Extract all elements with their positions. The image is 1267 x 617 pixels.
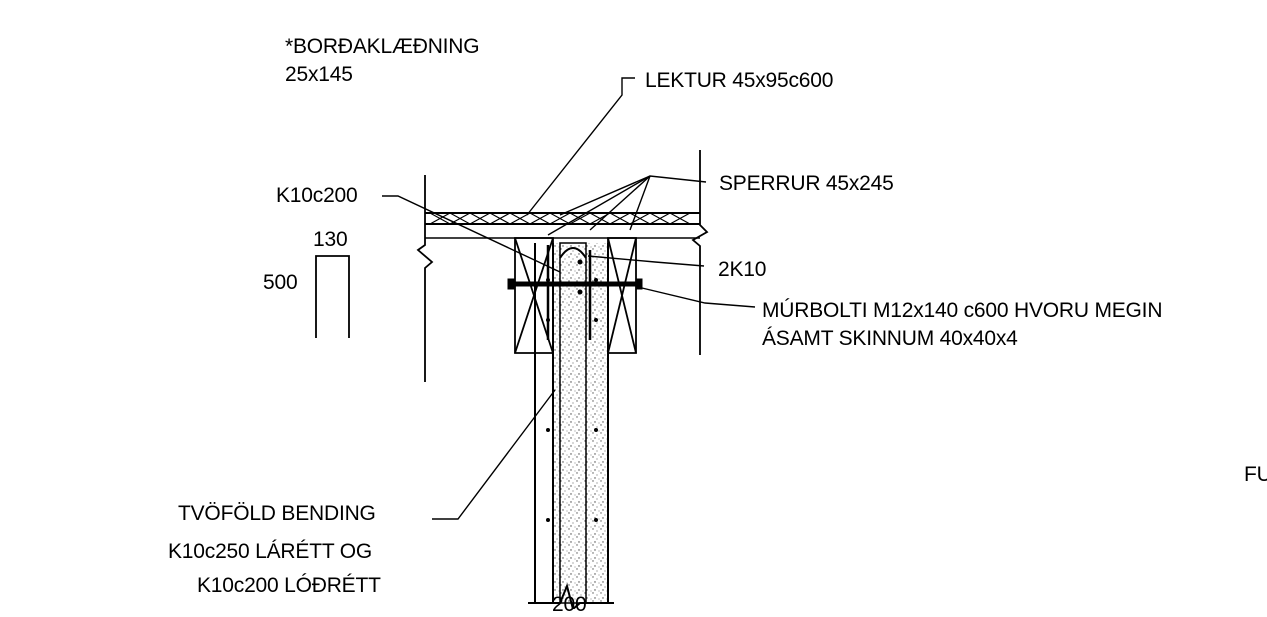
break-lines (418, 150, 707, 382)
roof-layers (425, 213, 700, 238)
anchor-bolt (508, 245, 642, 340)
dim-500-label: 500 (263, 271, 298, 294)
wall-plates (515, 238, 636, 353)
battens-label: LEKTUR 45x95c600 (645, 69, 834, 92)
reinforcement-label-line1: TVÖFÖLD BENDING (178, 502, 376, 525)
rafters-label: SPERRUR 45x245 (719, 172, 894, 195)
bolt-label-line2: ÁSAMT SKINNUM 40x40x4 (762, 327, 1018, 350)
reinforcement-label-line2: K10c250 LÁRÉTT OG (168, 540, 372, 563)
cladding-label-line1: *BORÐAKLÆÐNING (285, 35, 480, 58)
cut-off-text: FU (1244, 463, 1267, 486)
leader-lines (382, 78, 755, 519)
reinforcement-label-line3: K10c200 LÓÐRÉTT (197, 574, 381, 597)
dim-130-label: 130 (313, 228, 348, 251)
rebar-2k10-label: 2K10 (718, 258, 767, 281)
cladding-label-line2: 25x145 (285, 63, 353, 86)
concrete-wall (528, 243, 614, 609)
rebar-k10c200-label: K10c200 (276, 184, 358, 207)
dim-200-label: 200 (552, 593, 587, 616)
bolt-label-line1: MÚRBOLTI M12x140 c600 HVORU MEGIN (762, 299, 1163, 322)
dim-block-130x500 (316, 256, 349, 338)
